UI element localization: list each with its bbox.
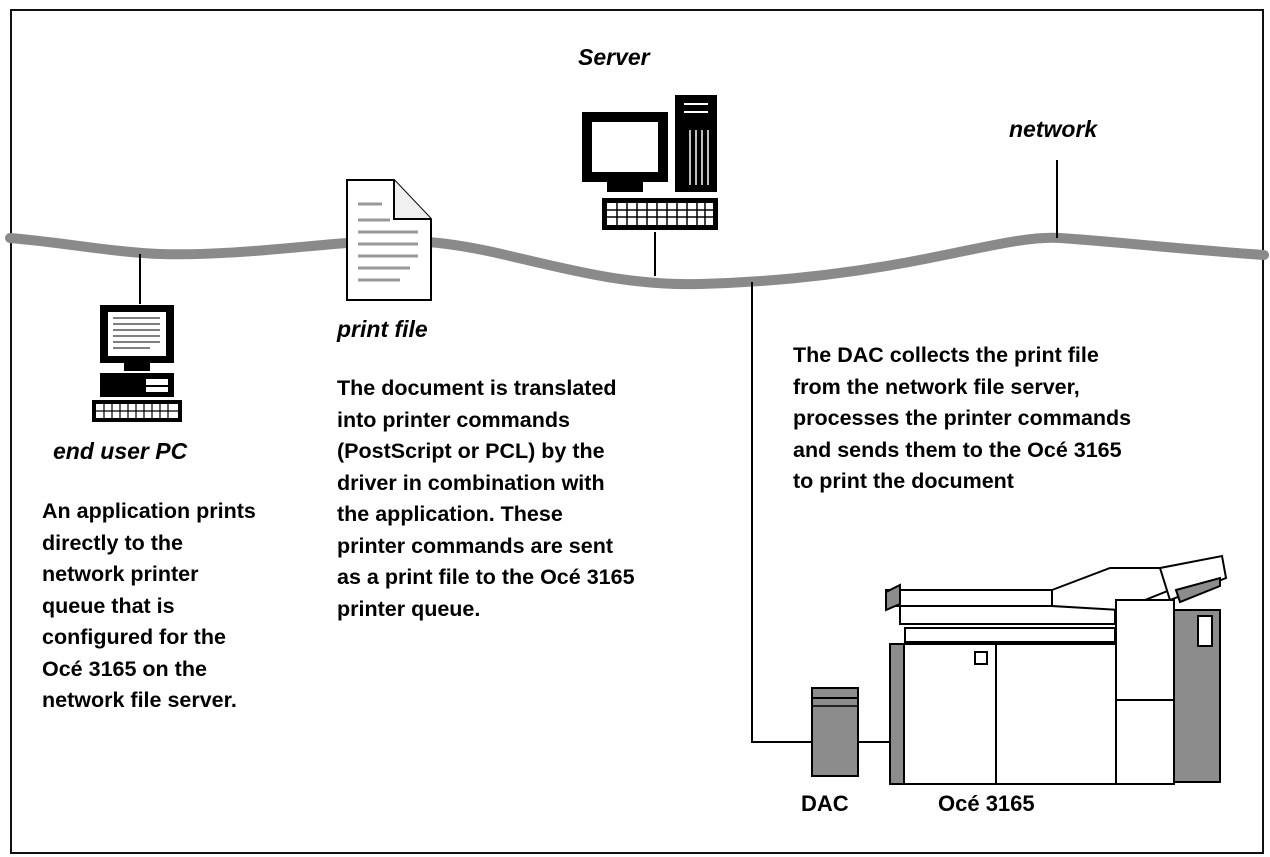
printer-label: Océ 3165	[938, 791, 1035, 816]
dac-label: DAC	[801, 791, 849, 816]
print-file-document-icon	[346, 179, 432, 301]
oce-3165-printer-icon	[885, 554, 1228, 785]
server-label: Server	[578, 44, 650, 70]
dac-connector	[751, 282, 812, 743]
print-file-description: The document is translated into printer …	[337, 376, 635, 621]
server-computer-icon	[582, 95, 718, 230]
network-line	[5, 232, 1269, 290]
dac-description: The DAC collects the print file from the…	[793, 343, 1132, 493]
end-user-description: An application prints directly to the ne…	[42, 499, 256, 712]
diagram-frame	[10, 9, 1264, 854]
end-user-pc-label: end user PC	[53, 438, 188, 464]
end-user-pc-icon	[92, 305, 182, 422]
network-label: network	[1009, 116, 1098, 142]
print-file-label: print file	[337, 316, 428, 342]
dac-unit-icon	[811, 687, 859, 777]
